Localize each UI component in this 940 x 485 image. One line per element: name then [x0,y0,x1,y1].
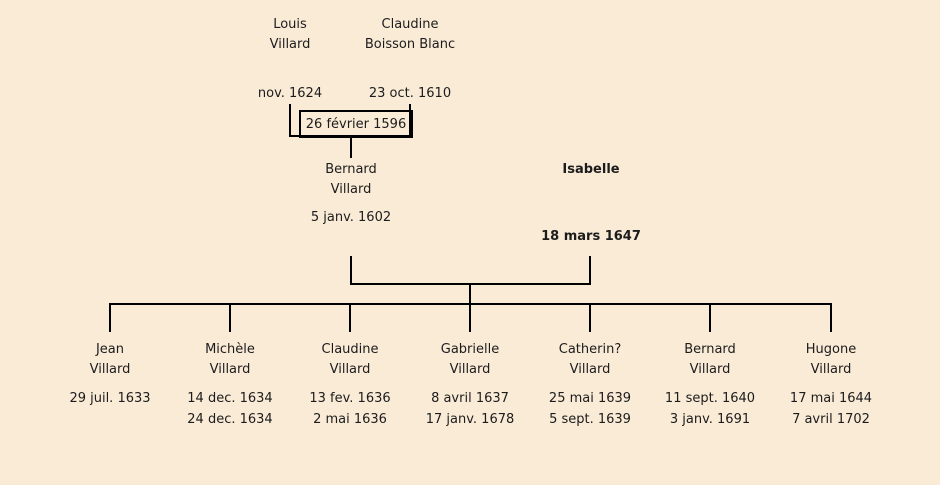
person-last-name: Boisson Blanc [364,37,456,52]
person-node-michele-villard[interactable]: Michèle Villard 14 dec. 1634 24 dec. 163… [160,340,300,430]
person-node-gabrielle-villard[interactable]: Gabrielle Villard 8 avril 1637 17 janv. … [400,340,540,430]
person-last-name: Villard [89,362,131,377]
person-date-bernard: 5 janv. 1602 [310,210,392,225]
marriage-date-label: 26 février 1596 [305,116,407,132]
person-birth-date: 11 sept. 1640 [664,391,756,406]
person-node-bernard-villard[interactable]: Bernard Villard [271,160,431,200]
person-node-isabelle[interactable]: Isabelle [511,160,671,180]
person-node-louis-villard[interactable]: Louis Villard [210,15,370,55]
person-death-date: 7 avril 1702 [792,412,870,427]
person-death-date: 3 janv. 1691 [669,412,751,427]
person-birth-date: 14 dec. 1634 [187,391,273,406]
person-first-name: Catherin? [558,342,622,357]
person-node-claudine-villard[interactable]: Claudine Villard 13 fev. 1636 2 mai 1636 [280,340,420,430]
person-birth-date: 13 fev. 1636 [309,391,391,406]
person-last-name: Villard [689,362,731,377]
person-birth-date: 25 mai 1639 [548,391,632,406]
person-birth-date: 29 juil. 1633 [69,391,151,406]
person-first-name: Bernard [684,342,736,357]
person-death-date [40,409,180,430]
person-node-hugone-villard[interactable]: Hugone Villard 17 mai 1644 7 avril 1702 [761,340,901,430]
marriage-date-box[interactable]: 26 février 1596 [299,110,413,138]
person-last-name: Villard [269,37,311,52]
person-first-name: Claudine [321,342,379,357]
person-date-louis: nov. 1624 [257,86,323,101]
person-date-claudine: 23 oct. 1610 [368,86,452,101]
person-last-name: Villard [330,182,372,197]
person-birth-date: 17 mai 1644 [789,391,873,406]
person-first-name: Bernard [325,162,377,177]
person-last-name: Villard [329,362,371,377]
person-first-name: Louis [273,17,307,32]
person-death-date: 2 mai 1636 [313,412,387,427]
person-last-name: Villard [209,362,251,377]
person-first-name: Claudine [381,17,439,32]
person-first-name: Hugone [805,342,857,357]
person-first-name: Gabrielle [440,342,500,357]
person-last-name: Villard [569,362,611,377]
person-date-isabelle: 18 mars 1647 [541,229,641,244]
person-node-jean-villard[interactable]: Jean Villard 29 juil. 1633 [40,340,180,430]
person-death-date: 5 sept. 1639 [549,412,631,427]
person-death-date: 24 dec. 1634 [187,412,273,427]
person-node-claudine-boisson-blanc[interactable]: Claudine Boisson Blanc [330,15,490,55]
person-name: Isabelle [562,162,620,177]
person-birth-date: 8 avril 1637 [431,391,509,406]
person-first-name: Michèle [205,342,255,357]
person-last-name: Villard [449,362,491,377]
person-last-name: Villard [810,362,852,377]
person-death-date: 17 janv. 1678 [425,412,515,427]
person-node-catherin-villard[interactable]: Catherin? Villard 25 mai 1639 5 sept. 16… [520,340,660,430]
person-node-bernard-jr-villard[interactable]: Bernard Villard 11 sept. 1640 3 janv. 16… [640,340,780,430]
person-first-name: Jean [95,342,125,357]
